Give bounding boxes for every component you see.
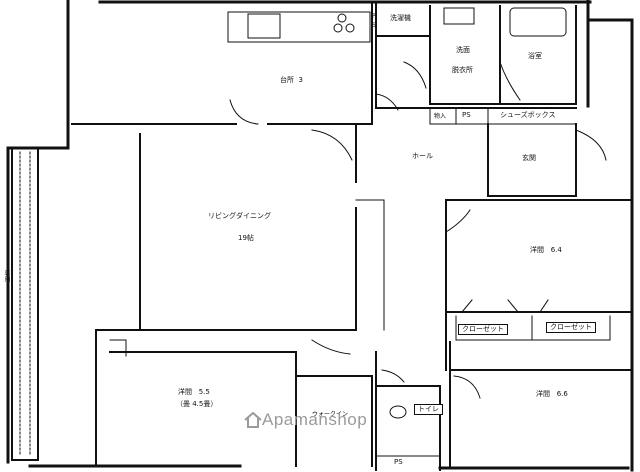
balcony-label: 専用 [3,270,10,282]
ps-bottom-label: PS [394,458,403,466]
room-sw-label: 洋間 5.5 [178,388,210,396]
laundry-label: 洗濯機 [390,14,411,22]
room-ne-walls [445,199,633,371]
east-wall [586,0,634,472]
closet-right-label: クローゼット [546,322,596,333]
shoebox-label: シューズボックス [500,111,556,119]
kitchen-label: 台所 3 [280,76,303,84]
living-west-wall [95,133,357,331]
closet-left-label: クローゼット [458,324,508,335]
balcony [11,147,39,461]
walkin-label: ウォークイン [312,411,349,418]
living-label: リビングダイニング [208,212,271,220]
ps-mid-label: PS [462,111,471,119]
living-size: 19帖 [238,234,254,242]
bottom-wall [28,464,630,470]
watermark: Apamanshop [262,410,368,429]
washroom-sub-label: 脱衣所 [452,66,473,74]
room-sw-walls [95,329,297,467]
toilet-label: トイレ [414,404,443,415]
room-sw-note: （畳 4.5畳） [176,400,218,408]
storage-label: 物入 [434,113,447,120]
washroom-label: 洗面 [456,46,470,54]
kitchen-wall [71,1,373,125]
room-se-label: 洋間 6.6 [536,390,568,398]
hall-label: ホール [412,152,433,160]
house-icon [244,412,262,428]
entrance-label: 玄関 [522,154,536,162]
room-ne-label: 洋間 6.4 [530,246,562,254]
room-se-walls [449,341,633,469]
bath-label: 浴室 [528,52,542,60]
